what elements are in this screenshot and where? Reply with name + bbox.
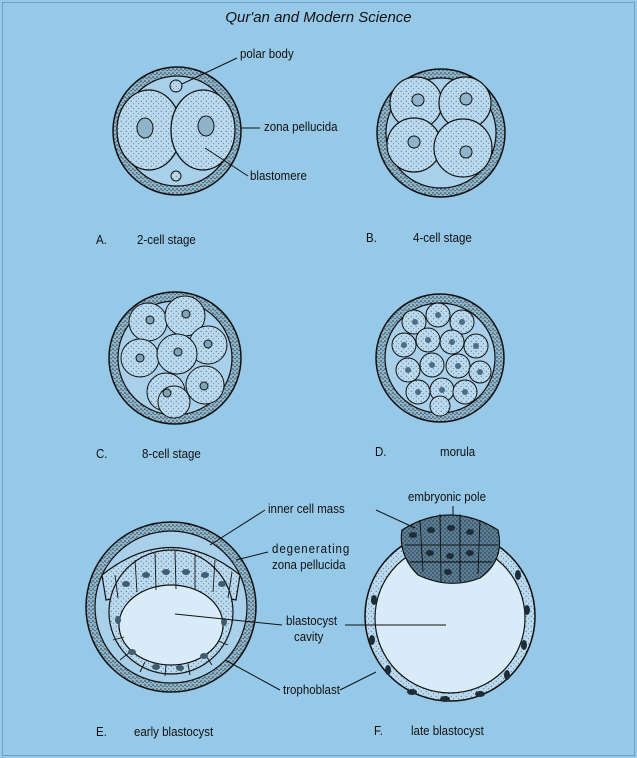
four-cell-stage-embryo bbox=[377, 69, 505, 197]
panel-b-letter: B. bbox=[366, 231, 377, 245]
panel-c-letter: C. bbox=[96, 447, 108, 461]
label-degenerating: degenerating bbox=[272, 542, 350, 556]
morula-embryo bbox=[376, 294, 504, 422]
eight-cell-stage-embryo bbox=[109, 292, 241, 424]
label-degenerating-zona: zona pellucida bbox=[272, 558, 346, 572]
panel-a-caption: 2-cell stage bbox=[137, 233, 196, 247]
label-polar-body: polar body bbox=[240, 47, 294, 61]
label-inner-cell-mass: inner cell mass bbox=[268, 502, 345, 516]
panel-d-caption: morula bbox=[440, 445, 475, 459]
panel-f-letter: F. bbox=[374, 724, 383, 738]
label-blastocyst: blastocyst bbox=[286, 614, 337, 628]
label-blastomere: blastomere bbox=[250, 169, 307, 183]
label-trophoblast: trophoblast bbox=[283, 683, 340, 697]
panel-a-letter: A. bbox=[96, 233, 107, 247]
panel-c-caption: 8-cell stage bbox=[142, 447, 201, 461]
panel-b-caption: 4-cell stage bbox=[413, 231, 472, 245]
panel-f-caption: late blastocyst bbox=[411, 724, 484, 738]
label-cavity: cavity bbox=[294, 630, 323, 644]
panel-e-caption: early blastocyst bbox=[134, 725, 213, 739]
label-embryonic-pole: embryonic pole bbox=[408, 490, 486, 504]
panel-d-letter: D. bbox=[375, 445, 387, 459]
two-cell-stage-embryo bbox=[113, 58, 260, 195]
label-zona-pellucida: zona pellucida bbox=[264, 120, 338, 134]
early-blastocyst-embryo bbox=[86, 510, 282, 692]
panel-e-letter: E. bbox=[96, 725, 107, 739]
late-blastocyst-embryo bbox=[340, 506, 535, 702]
